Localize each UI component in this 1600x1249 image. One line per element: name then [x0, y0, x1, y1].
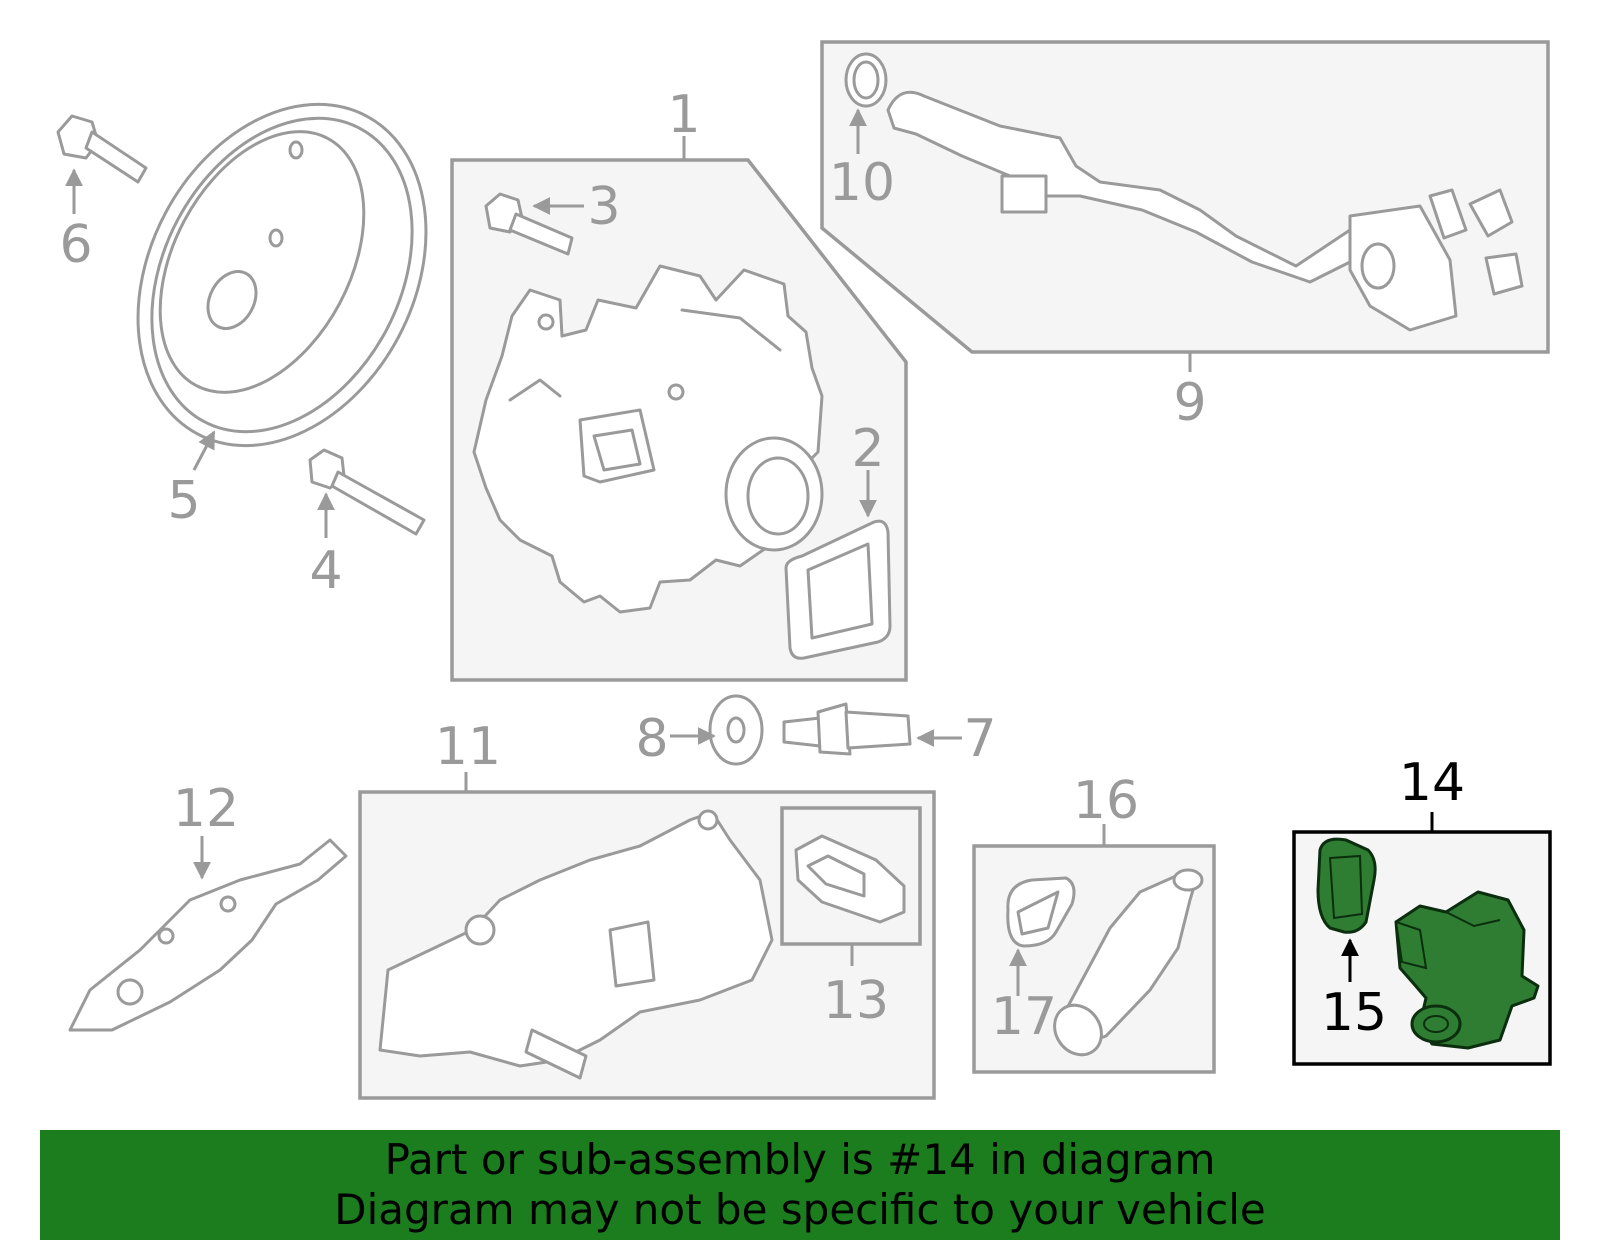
gasket-15[interactable] — [1316, 837, 1377, 934]
banner-line-1: Part or sub-assembly is #14 in diagram — [384, 1135, 1216, 1184]
callout-16: 16 — [1073, 771, 1139, 831]
callout-3: 3 — [587, 177, 620, 237]
bolt-6[interactable] — [56, 114, 148, 184]
callout-9: 9 — [1173, 373, 1206, 433]
seal-17[interactable] — [1006, 876, 1076, 948]
thermostat-16[interactable] — [1045, 868, 1204, 1064]
callout-17: 17 — [991, 987, 1057, 1047]
gasket-2[interactable] — [784, 519, 892, 660]
pulley-5[interactable] — [81, 54, 483, 496]
callout-10: 10 — [829, 153, 895, 213]
callout-14: 14 — [1399, 753, 1465, 813]
callout-4: 4 — [309, 541, 342, 601]
thermostat-assembly-14[interactable] — [1394, 890, 1540, 1050]
banner-line-2: Diagram may not be specific to your vehi… — [334, 1185, 1266, 1234]
leader-lines — [65, 108, 1434, 996]
callout-6: 6 — [59, 215, 92, 275]
callout-7: 7 — [963, 709, 996, 769]
callout-8: 8 — [635, 709, 668, 769]
gasket-13[interactable] — [794, 834, 906, 924]
callout-5: 5 — [167, 471, 200, 531]
bolt-3[interactable] — [484, 192, 574, 256]
callout-1: 1 — [667, 85, 700, 145]
callout-11: 11 — [435, 717, 501, 777]
callout-2: 2 — [851, 419, 884, 479]
thermostat-housing-11[interactable] — [378, 809, 774, 1080]
sensor-7[interactable] — [782, 702, 912, 756]
callout-13: 13 — [823, 971, 889, 1031]
callout-15: 15 — [1321, 983, 1387, 1043]
bolt-4[interactable] — [308, 448, 426, 536]
callout-12: 12 — [173, 779, 239, 839]
gasket-12[interactable] — [68, 838, 348, 1032]
o-ring-10[interactable] — [844, 52, 888, 108]
washer-8[interactable] — [708, 694, 764, 766]
coolant-pipe-9[interactable] — [886, 90, 1524, 332]
water-pump-1[interactable] — [472, 264, 824, 614]
part-info-banner: Part or sub-assembly is #14 in diagram D… — [40, 1130, 1560, 1240]
